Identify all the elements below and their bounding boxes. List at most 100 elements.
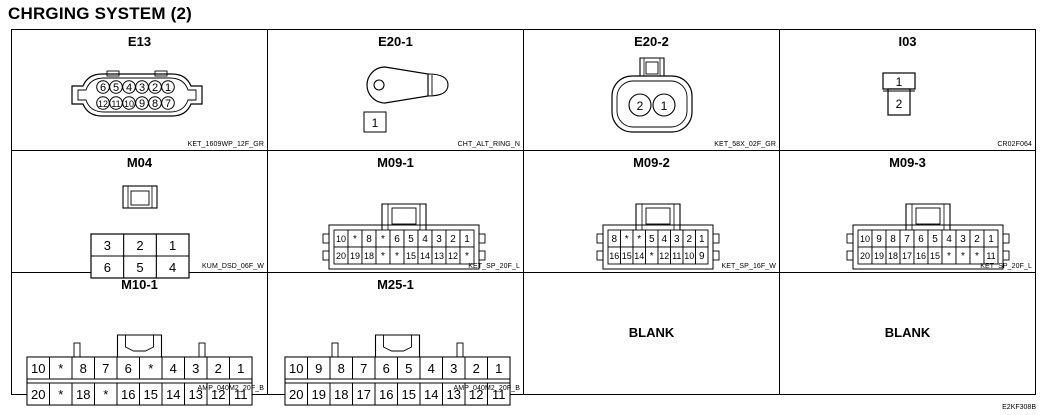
pin-label: * <box>637 234 641 245</box>
connector-name: M25-1 <box>377 277 414 292</box>
pin-label: 3 <box>450 361 457 376</box>
connector-code: AMP_040M2_20F_B <box>197 385 264 392</box>
connector-latch <box>645 207 671 225</box>
connector-housing <box>852 224 1004 270</box>
pin-label: * <box>961 251 965 262</box>
pin-label: 7 <box>165 98 171 110</box>
blank-label: BLANK <box>884 325 931 340</box>
pin-label: 10 <box>336 234 346 244</box>
connector-name: I03 <box>898 34 917 49</box>
connector-post <box>456 342 464 358</box>
pin-cell <box>487 356 511 380</box>
pin-label: * <box>947 251 951 262</box>
pin-label: 10 <box>31 361 45 376</box>
pin-label: 12 <box>469 387 483 402</box>
pin-label: 2 <box>473 361 480 376</box>
blank-cell: BLANK <box>780 273 1035 394</box>
pin-label: 17 <box>357 387 371 402</box>
pin-label: 5 <box>649 234 655 245</box>
connector-cell-e20-2: E20-2 2 1 KET_58X_02F_GR <box>524 30 780 151</box>
pin-label: 1 <box>699 234 705 245</box>
pin-label: * <box>103 387 108 402</box>
pin-label: 12 <box>659 251 669 261</box>
pin-label: 18 <box>364 251 374 261</box>
pin-cell <box>161 96 175 110</box>
pin-label: 16 <box>916 251 926 261</box>
pin-label: * <box>58 361 63 376</box>
pin-label: 6 <box>918 234 924 245</box>
pin-cell <box>487 382 511 406</box>
connector-code: AMP_040M2_20F_B <box>453 385 520 392</box>
connector-code: CHT_ALT_RING_N <box>457 141 520 148</box>
pin-label: * <box>975 251 979 262</box>
pin-label: 6 <box>104 260 111 275</box>
pin-label: 4 <box>422 234 428 245</box>
pin-label: 13 <box>189 387 203 402</box>
pin-label: 1 <box>165 82 171 94</box>
connector-e20-2-diagram: 2 1 <box>611 57 693 133</box>
connector-name: M09-3 <box>889 155 926 170</box>
pin-label: * <box>625 234 629 245</box>
pin-label: 2 <box>450 234 456 245</box>
connector-name: M10-1 <box>121 277 158 292</box>
connector-peg <box>846 233 854 244</box>
pin-label: 3 <box>960 234 966 245</box>
pin-label: 1 <box>169 238 176 253</box>
pin-label: * <box>148 361 153 376</box>
pin-label: 2 <box>637 99 644 113</box>
connector-name: E13 <box>127 34 152 49</box>
connector-name: E20-1 <box>378 34 413 49</box>
pin-label: 1 <box>988 234 994 245</box>
pin-label: 16 <box>379 387 393 402</box>
pin-label: 13 <box>434 251 444 261</box>
pin-label: 14 <box>420 251 430 261</box>
connector-code: KET_1609WP_12F_GR <box>187 141 264 148</box>
pin-label: 9 <box>315 361 322 376</box>
pin-label: 10 <box>124 99 134 109</box>
pin-label: 15 <box>144 387 158 402</box>
pin-label: 11 <box>492 387 506 402</box>
pin-label: 5 <box>113 82 119 94</box>
pin-label: 9 <box>699 251 705 262</box>
page-title: CHRGING SYSTEM (2) <box>8 4 193 23</box>
connector-latch <box>116 334 163 357</box>
pin-label: 2 <box>896 97 903 111</box>
pin-cell <box>155 255 190 279</box>
connector-cell-e20-1: E20-1 1 CHT_ALT_RING_N <box>268 30 524 151</box>
pin-label: * <box>353 234 357 245</box>
pin-label: 9 <box>876 234 882 245</box>
connector-latch <box>915 207 941 225</box>
pin-label: * <box>58 387 63 402</box>
pin-label: 6 <box>383 361 390 376</box>
pin-label: 18 <box>76 387 90 402</box>
connector-code: CR02F064 <box>997 141 1032 148</box>
connector-peg <box>1002 233 1010 244</box>
connector-peg <box>478 250 486 261</box>
pin-label: 1 <box>464 234 470 245</box>
connector-code: KET_SP_20F_L <box>468 263 520 270</box>
pin-label: * <box>381 251 385 262</box>
pin-label: 2 <box>215 361 222 376</box>
pin-label: 8 <box>152 98 158 110</box>
pin-label: 16 <box>121 387 135 402</box>
pin-cell <box>983 246 999 265</box>
connector-post <box>198 342 206 358</box>
pin-label: 11 <box>672 251 681 261</box>
connector-peg <box>1002 250 1010 261</box>
pin-label: 4 <box>170 361 177 376</box>
connector-peg <box>478 233 486 244</box>
pin-label: 14 <box>166 387 180 402</box>
connector-i03-diagram: 1 2 <box>882 72 916 116</box>
pin-cell <box>459 246 475 265</box>
pin-cell <box>229 356 253 380</box>
connector-latch <box>391 207 417 225</box>
connector-latch <box>383 335 412 352</box>
pin-cell <box>161 80 175 94</box>
pin-label: 7 <box>102 361 109 376</box>
